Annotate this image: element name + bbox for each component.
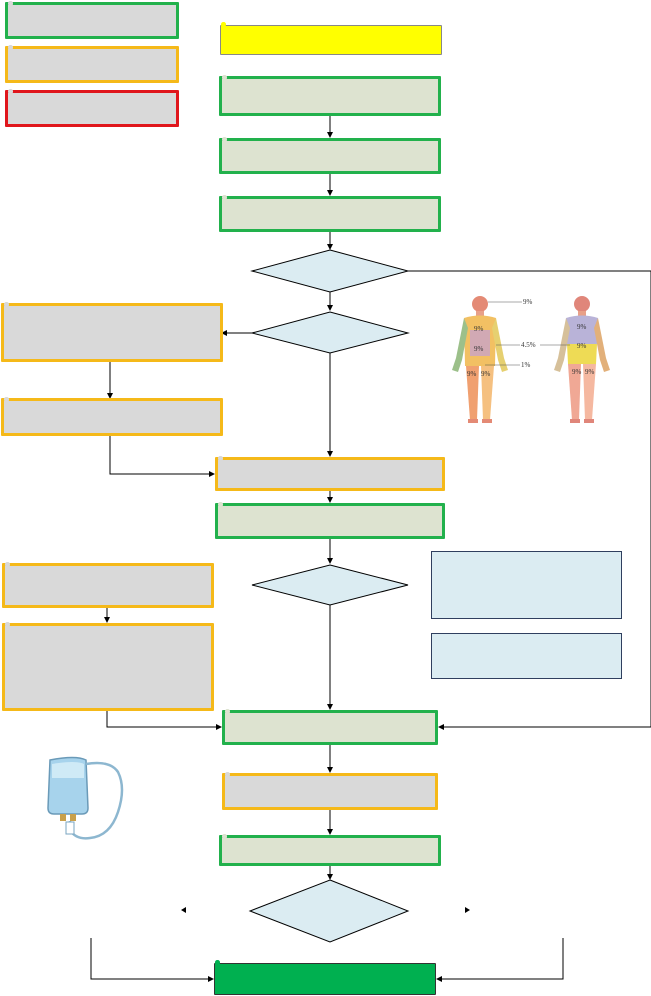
info-panel-2	[431, 633, 622, 679]
decision-diamond-2	[250, 311, 410, 354]
final-box	[214, 960, 436, 995]
center-box-1	[215, 456, 445, 491]
label-head: 9%	[523, 298, 533, 306]
back-body	[554, 296, 610, 423]
arrowhead-stub-right	[465, 907, 470, 913]
left-box-3	[2, 562, 214, 608]
merge-line-1	[109, 436, 215, 477]
left-box-4	[2, 622, 214, 711]
iv-fluid-bag-icon	[47, 756, 124, 840]
bypass-line	[408, 270, 651, 730]
legend-green-box	[5, 1, 179, 39]
step-box-3	[219, 195, 441, 232]
step-box-4	[222, 772, 438, 810]
center-box-2	[215, 502, 445, 539]
final-line-right	[436, 938, 564, 982]
info-panel-1	[431, 551, 622, 619]
label-front-leg-left: 9%	[467, 370, 477, 378]
step-box-1	[219, 75, 441, 116]
legend-orange-box	[5, 45, 179, 83]
label-genitals: 1%	[521, 361, 531, 369]
decision-diamond-3	[251, 564, 409, 606]
title-box	[220, 22, 442, 55]
label-arm: 4.5%	[521, 341, 536, 349]
legend-red-box	[5, 89, 179, 127]
rule-of-nines-figure: 9% 9% 4.5% 1% 9% 9% 9% 9% 9% 9% 9%	[452, 296, 610, 423]
label-back-leg-left: 9%	[572, 368, 582, 376]
front-body	[452, 296, 508, 423]
arrowhead-stub-left	[181, 907, 186, 913]
decision-diamond-1	[250, 249, 410, 293]
left-box-2	[1, 397, 223, 436]
step-box-5	[219, 834, 441, 866]
label-back-upper: 9%	[577, 323, 587, 331]
merge-box	[222, 709, 438, 745]
step-box-2	[219, 137, 441, 174]
label-front-chest: 9%	[474, 325, 484, 333]
left-box-1	[1, 302, 223, 362]
final-line-left	[90, 938, 214, 982]
label-front-leg-right: 9%	[481, 370, 491, 378]
label-front-abdomen: 9%	[474, 345, 484, 353]
merge-line-2	[106, 711, 222, 730]
decision-diamond-4	[248, 879, 410, 943]
label-back-leg-right: 9%	[585, 368, 595, 376]
label-back-lower: 9%	[577, 342, 587, 350]
